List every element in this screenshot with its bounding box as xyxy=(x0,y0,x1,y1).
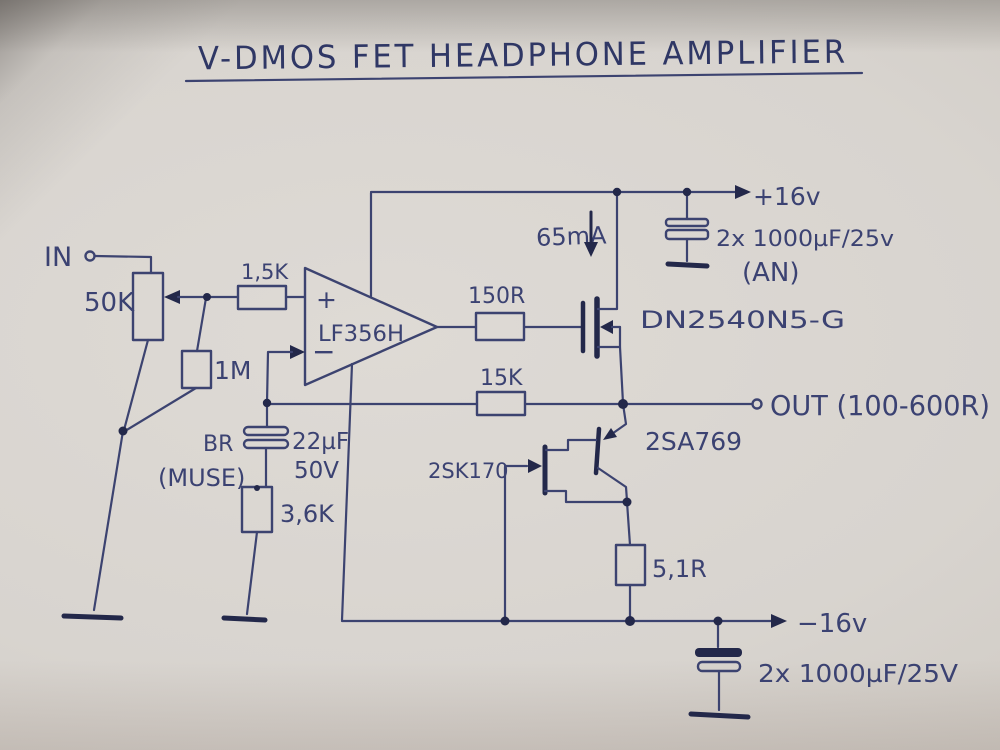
ground-symbol-feedback xyxy=(221,615,268,623)
series-resistor-body xyxy=(236,284,288,311)
title-underline xyxy=(184,71,864,83)
pot-wiper-arrow-icon xyxy=(164,290,180,304)
node-wiper xyxy=(203,293,211,301)
feedback-cap-series-label: (MUSE) xyxy=(158,464,245,492)
output-section: OUT (100-600R) xyxy=(621,389,990,422)
node-gate-rail xyxy=(500,616,510,626)
opamp-minus-label: − xyxy=(312,335,335,368)
jfet-gate-arrow-icon xyxy=(528,459,542,473)
node-sense-rail xyxy=(625,616,635,626)
series-resistor: 1,5K xyxy=(236,260,307,311)
vplus-label: +16v xyxy=(753,182,821,211)
vminus-label: −16v xyxy=(797,609,867,639)
input-terminal xyxy=(84,250,96,262)
sense-resistor: 5,1R xyxy=(614,500,707,623)
positive-rail: +16v 2x 1000µF/25v (AN) xyxy=(369,182,894,288)
sense-resistor-label: 5,1R xyxy=(652,555,707,583)
bias-current-label: 65mA xyxy=(536,221,608,251)
input-label: IN xyxy=(44,242,72,273)
bias-resistor-body xyxy=(180,349,213,390)
feedback-cap-brand-label: BR xyxy=(203,432,233,457)
opamp: + − LF356H xyxy=(265,191,478,622)
vminus-arrow-icon xyxy=(771,614,787,628)
junction-dots xyxy=(118,187,723,626)
bias-wire-bottom xyxy=(123,386,198,433)
pot-label: 50K xyxy=(84,288,135,318)
bias-current-annotation: 65mA xyxy=(536,210,608,257)
output-terminal xyxy=(751,398,763,410)
pnp-base-bar xyxy=(593,426,602,476)
jfet-source-wire xyxy=(543,489,629,504)
mosfet-body-arrow-icon xyxy=(600,320,613,334)
sense-resistor-body xyxy=(614,543,647,587)
ground-symbol-vplus xyxy=(665,261,710,269)
title-block: V-DMOS FET HEADPHONE AMPLIFIER xyxy=(184,33,864,83)
mosfet-source-wire xyxy=(618,325,625,405)
current-down-arrow-icon xyxy=(584,242,598,257)
node-inverting xyxy=(262,398,272,408)
pnp-transistor: 2SA769 xyxy=(593,402,742,503)
ground-symbol-input xyxy=(61,613,124,621)
opamp-triangle xyxy=(303,266,439,387)
feedback-cap-plate1 xyxy=(242,425,290,437)
input-wire xyxy=(93,254,153,275)
bias-wire-top xyxy=(195,296,208,353)
inverting-input-arrow-icon xyxy=(290,345,305,359)
pnp-emitter-wire xyxy=(607,402,628,438)
opamp-vminus-wire xyxy=(340,362,354,622)
vplus-cap-label: 2x 1000µF/25v xyxy=(716,227,894,252)
ground-drop-wire xyxy=(92,429,125,612)
opamp-label: LF356H xyxy=(318,322,404,347)
feedback-resistor-label: 15K xyxy=(480,366,523,391)
vplus-cap-plate1 xyxy=(664,217,710,228)
opamp-plus-label: + xyxy=(316,285,337,314)
bias-resistor-label: 1M xyxy=(214,356,251,385)
feedback-network: 15K BR (MUSE) 22µF 50V 3,6K xyxy=(158,366,625,623)
feedback-resistor-body xyxy=(475,390,527,417)
feedback-cap-plate2 xyxy=(242,438,290,450)
gate-resistor-body xyxy=(474,311,526,342)
inverting-input-wire xyxy=(265,350,294,405)
ground-symbol-vminus xyxy=(688,711,751,720)
node-ground-left xyxy=(118,426,128,436)
feedback-cap-value-label: 22µF xyxy=(292,429,349,455)
jfet-label: 2SK170 xyxy=(428,459,509,483)
output-label: OUT (100-600R) xyxy=(770,389,990,422)
vminus-cap-label: 2x 1000µF/25V xyxy=(758,659,958,688)
gate-resistor-label: 150R xyxy=(468,284,525,309)
series-resistor-label: 1,5K xyxy=(241,260,289,284)
node-cap-resistor xyxy=(254,485,260,491)
pot-ground-wire xyxy=(122,338,150,432)
pnp-collector-wire xyxy=(596,466,629,503)
bias-resistor: 1M xyxy=(123,296,251,433)
sense-wire-top xyxy=(625,500,632,547)
mosfet: DN2540N5-G xyxy=(580,191,845,405)
feedback-cap-voltage-label: 50V xyxy=(294,458,339,484)
jfet-transistor: 2SK170 xyxy=(428,438,629,623)
input-section: IN 50K xyxy=(44,242,240,621)
node-collector xyxy=(622,497,632,507)
node-vplus-cap xyxy=(682,187,692,197)
negative-rail: −16v 2x 1000µF/25V xyxy=(340,609,958,720)
jfet-drain-wire xyxy=(544,438,598,452)
mosfet-label: DN2540N5-G xyxy=(640,306,845,334)
vminus-cap-plate1 xyxy=(695,648,742,657)
vminus-cap-plate2 xyxy=(696,660,742,673)
vplus-cap-plate2 xyxy=(664,228,710,241)
source-resistor-label: 3,6K xyxy=(280,500,335,528)
vplus-arrow-icon xyxy=(735,185,751,199)
source-resistor-body xyxy=(240,485,274,534)
pot-body xyxy=(131,271,165,342)
pnp-label: 2SA769 xyxy=(645,427,742,456)
page-title: V-DMOS FET HEADPHONE AMPLIFIER xyxy=(198,33,848,78)
vplus-cap-note-label: (AN) xyxy=(742,258,800,288)
node-drain-rail xyxy=(612,187,622,197)
node-vminus-cap xyxy=(713,616,723,626)
node-output xyxy=(618,399,628,409)
pnp-emitter-arrow-icon xyxy=(603,428,617,440)
source-resistor-gnd-wire xyxy=(245,530,259,616)
mosfet-drain-wire xyxy=(596,191,619,311)
gate-resistor: 150R xyxy=(468,284,584,342)
